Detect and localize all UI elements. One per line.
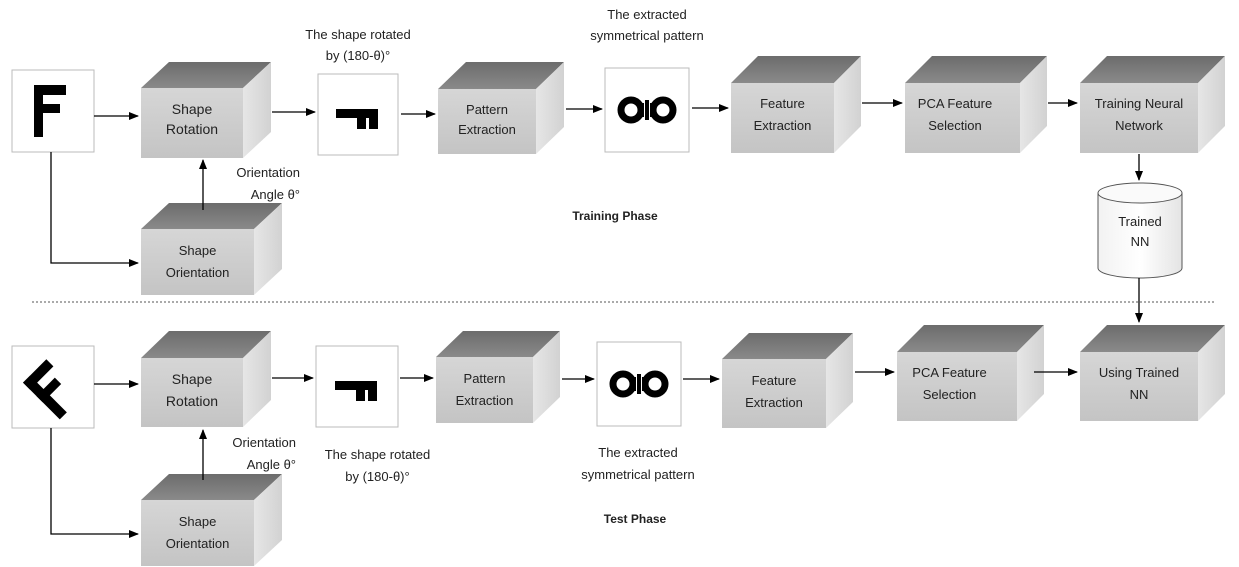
training-feature-extraction-line1: Feature <box>760 96 805 111</box>
test-shape-rotation-label: Shape Rotation <box>141 368 243 412</box>
test-extracted-pattern-card <box>596 341 682 427</box>
test-phase-label: Test Phase <box>603 512 667 526</box>
training-feature-extraction-box <box>731 56 861 153</box>
test-rotated-caption-line2: by (180-θ)° <box>345 469 410 484</box>
training-pattern-extraction-box <box>438 62 564 154</box>
using-trained-nn-line1: Using Trained <box>1098 365 1180 380</box>
training-orientation-line2: Angle θ° <box>250 187 300 202</box>
test-shape-orientation-box <box>141 474 282 566</box>
training-shape-orientation-label: Shape Orientation <box>141 240 254 284</box>
training-shape-rotation-line2: Rotation <box>165 121 219 137</box>
training-input-card <box>11 69 95 153</box>
training-nn-box <box>1080 56 1225 153</box>
test-input-card <box>11 345 95 429</box>
using-trained-nn-line2: NN <box>1129 387 1149 402</box>
training-nn-line1: Training Neural <box>1094 96 1184 111</box>
test-extracted-caption-line2: symmetrical pattern <box>581 467 695 482</box>
test-pca-label: PCA Feature Selection <box>897 362 1002 406</box>
training-shape-orientation-line2: Orientation <box>165 265 230 280</box>
training-orientation-line1: Orientation <box>236 165 300 180</box>
test-feature-extraction-label: Feature Extraction <box>722 370 826 414</box>
test-pca-box <box>897 325 1044 421</box>
test-pca-line1: PCA Feature <box>912 365 987 380</box>
training-shape-orientation-box <box>141 203 282 295</box>
training-pca-line1: PCA Feature <box>917 96 993 111</box>
test-rotated-shape-card <box>315 345 399 428</box>
trained-nn-cylinder <box>1097 182 1183 279</box>
test-orientation-angle-label: Orientation Angle θ° <box>210 432 296 476</box>
training-extracted-caption: The extracted symmetrical pattern <box>567 4 727 46</box>
test-feature-extraction-line2: Extraction <box>745 395 803 410</box>
training-shape-rotation-label: Shape Rotation <box>141 99 243 139</box>
training-nn-line2: Network <box>1115 118 1163 133</box>
test-orientation-line1: Orientation <box>232 435 296 450</box>
training-shape-rotation-box <box>141 62 271 158</box>
training-pca-line2: Selection <box>928 118 982 133</box>
test-rotated-caption: The shape rotated by (180-θ)° <box>305 444 450 488</box>
training-connectors <box>50 99 1143 267</box>
training-feature-extraction-line2: Extraction <box>753 118 812 133</box>
trained-nn-line2: NN <box>1130 234 1150 249</box>
training-extracted-caption-line1: The extracted <box>607 7 687 22</box>
training-rotated-caption-line1: The shape rotated <box>305 27 411 42</box>
test-extracted-caption-line1: The extracted <box>598 445 678 460</box>
training-nn-label: Training Neural Network <box>1080 93 1198 137</box>
training-pattern-extraction-line2: Extraction <box>458 122 516 137</box>
using-trained-nn-box <box>1080 325 1225 421</box>
training-feature-extraction-label: Feature Extraction <box>731 93 834 137</box>
training-extracted-caption-line2: symmetrical pattern <box>590 28 704 43</box>
test-rotated-caption-line1: The shape rotated <box>324 447 431 462</box>
test-shape-orientation-line2: Orientation <box>165 536 230 551</box>
test-feature-extraction-box <box>722 333 853 428</box>
test-shape-rotation-line2: Rotation <box>165 393 219 409</box>
test-shape-orientation-line1: Shape <box>178 514 217 529</box>
training-extracted-pattern-card <box>604 67 690 153</box>
trained-nn-label: Trained NN <box>1098 212 1182 252</box>
training-phase-label: Training Phase <box>572 209 658 223</box>
using-trained-nn-label: Using Trained NN <box>1080 362 1198 406</box>
test-shape-orientation-label: Shape Orientation <box>141 511 254 555</box>
test-pattern-extraction-box <box>436 331 560 423</box>
test-feature-extraction-line1: Feature <box>751 373 797 388</box>
training-pca-box <box>905 56 1047 153</box>
test-pca-line2: Selection <box>922 387 977 402</box>
test-shape-rotation-line1: Shape <box>171 371 213 387</box>
test-orientation-line2: Angle θ° <box>246 457 296 472</box>
test-pattern-extraction-line1: Pattern <box>463 371 506 386</box>
training-shape-orientation-line1: Shape <box>178 243 217 258</box>
training-rotated-caption: The shape rotated by (180-θ)° <box>288 24 428 66</box>
trained-nn-line1: Trained <box>1118 214 1162 229</box>
test-extracted-caption: The extracted symmetrical pattern <box>558 442 718 486</box>
training-pca-label: PCA Feature Selection <box>905 93 1005 137</box>
training-pattern-extraction-label: Pattern Extraction <box>438 100 536 140</box>
training-pattern-extraction-line1: Pattern <box>466 102 508 117</box>
training-rotated-caption-line2: by (180-θ)° <box>325 48 391 63</box>
test-shape-rotation-box <box>141 331 271 427</box>
test-connectors <box>50 278 1143 538</box>
training-orientation-angle-label: Orientation Angle θ° <box>210 162 300 206</box>
training-rotated-shape-card <box>317 73 399 156</box>
test-pattern-extraction-label: Pattern Extraction <box>436 368 533 412</box>
test-pattern-extraction-line2: Extraction <box>455 393 514 408</box>
training-shape-rotation-line1: Shape <box>171 101 213 117</box>
